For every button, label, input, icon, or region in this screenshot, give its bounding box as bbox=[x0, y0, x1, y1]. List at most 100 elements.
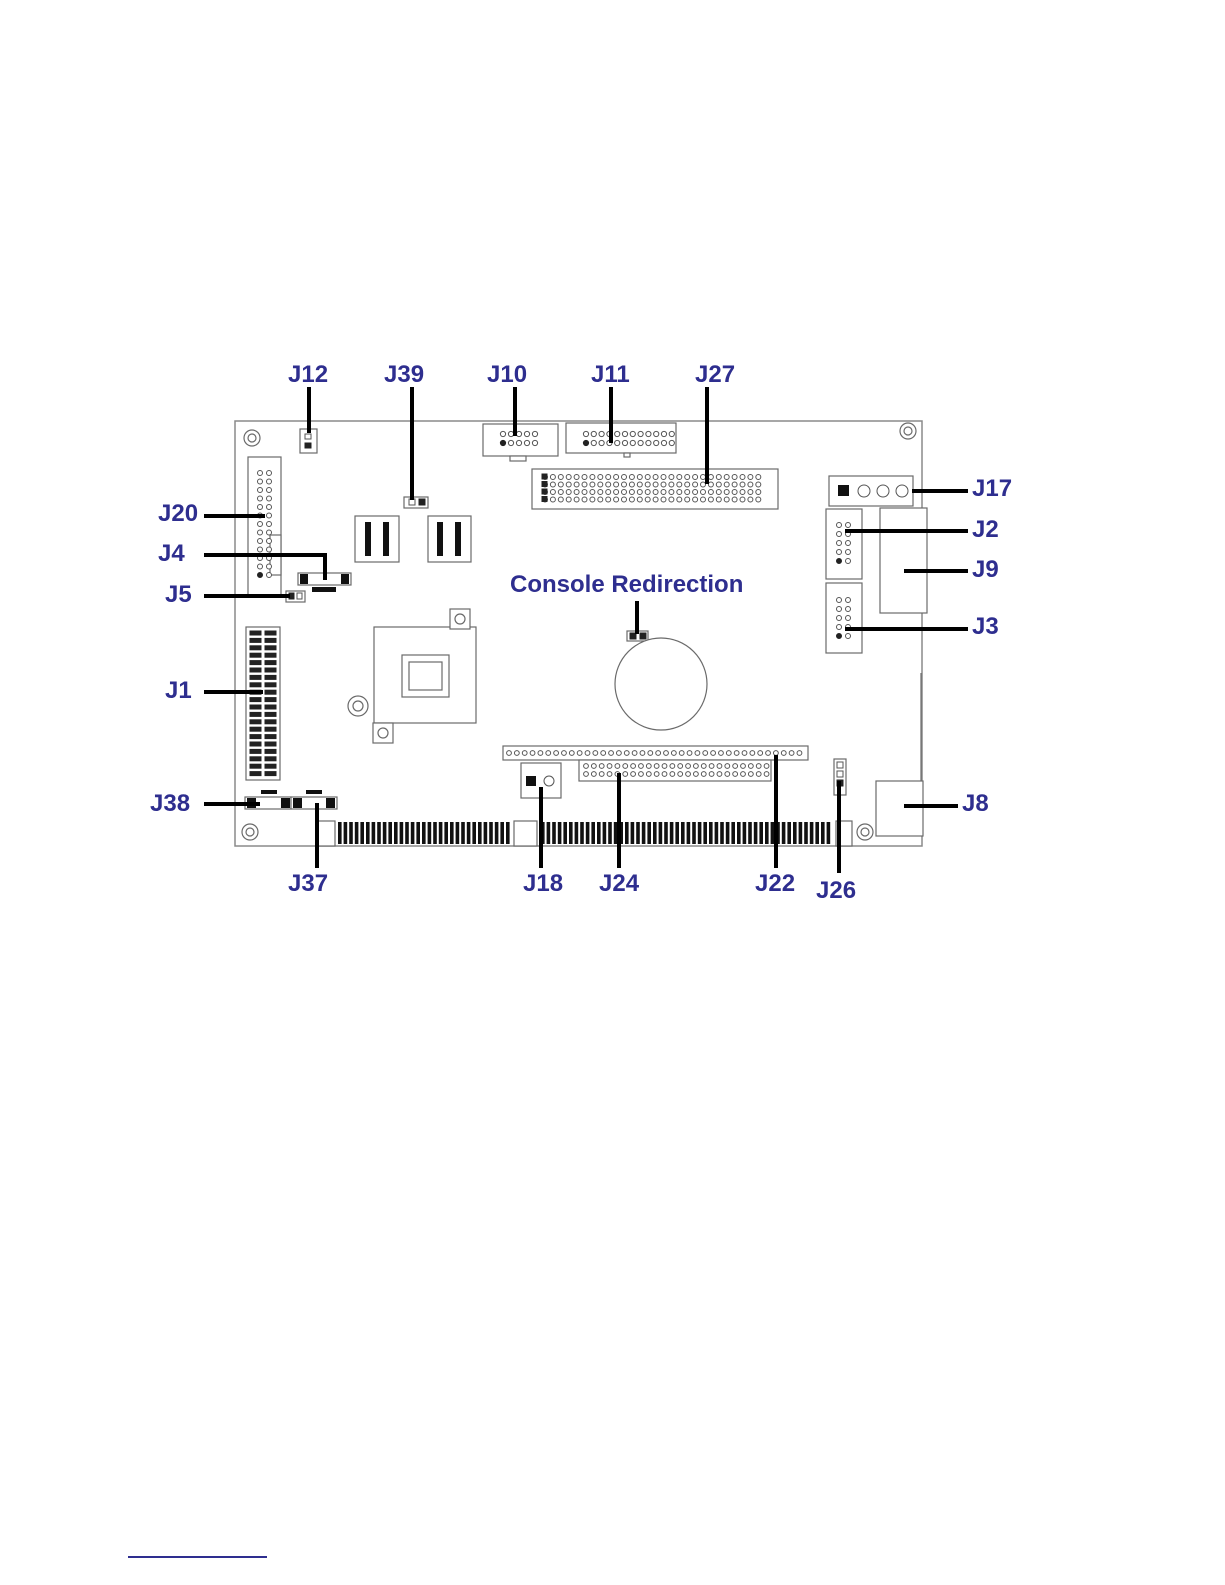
j1pins-pin bbox=[265, 705, 276, 709]
j22pins-pin bbox=[664, 751, 669, 756]
j22pins-pin bbox=[522, 751, 527, 756]
edge-finger bbox=[422, 822, 426, 844]
j27pins-pin bbox=[637, 475, 642, 480]
edge-finger bbox=[804, 822, 808, 844]
j27pins-pin bbox=[558, 475, 563, 480]
j17-power-connector bbox=[829, 476, 913, 506]
j27pins-pin bbox=[677, 490, 682, 495]
j27pins-pin bbox=[629, 497, 634, 502]
j22pins-pin bbox=[609, 751, 614, 756]
edge-finger bbox=[815, 822, 819, 844]
j27pins-pin bbox=[606, 482, 611, 487]
j1pins-pin bbox=[265, 749, 276, 753]
j22-header bbox=[503, 746, 808, 760]
j24pins-pin bbox=[733, 764, 738, 769]
j1pins-pin bbox=[265, 757, 276, 761]
j1pins-pin bbox=[250, 668, 261, 672]
j24pins-pin bbox=[631, 764, 636, 769]
label-j20: J20 bbox=[158, 500, 198, 527]
j27pins-pin bbox=[748, 482, 753, 487]
edge-finger bbox=[659, 822, 663, 844]
j1pins-pin bbox=[265, 675, 276, 679]
j22pins-pin bbox=[593, 751, 598, 756]
edge-finger bbox=[405, 822, 409, 844]
j27pins-pin bbox=[724, 497, 729, 502]
j1pins-pin bbox=[250, 631, 261, 635]
j1pins-pin bbox=[265, 683, 276, 687]
j27pins-pin bbox=[645, 490, 650, 495]
j1pins-pin bbox=[250, 720, 261, 724]
j27pins-pin bbox=[677, 497, 682, 502]
j27pins-pin bbox=[685, 475, 690, 480]
edge-finger bbox=[338, 822, 342, 844]
edge-finger bbox=[400, 822, 404, 844]
j20pins-pin bbox=[258, 505, 263, 510]
j27pins-pin bbox=[669, 482, 674, 487]
battery bbox=[615, 638, 707, 730]
j27pins-pin bbox=[756, 482, 761, 487]
j11pins-pin bbox=[591, 431, 596, 436]
j27pins-pin bbox=[716, 482, 721, 487]
j27pins-pin bbox=[550, 482, 555, 487]
j1pins-pin bbox=[265, 698, 276, 702]
j22pins-pin bbox=[671, 751, 676, 756]
edge-finger bbox=[737, 822, 741, 844]
j27pins-pin bbox=[566, 490, 571, 495]
j11pins-pin bbox=[661, 440, 666, 445]
edge-finger bbox=[569, 822, 573, 844]
j20pins-pin bbox=[267, 573, 272, 578]
memory-chip-right bbox=[428, 516, 471, 562]
j22pins-pin bbox=[695, 751, 700, 756]
j27pins-pin bbox=[582, 475, 587, 480]
label-console-redirection: Console Redirection bbox=[510, 571, 743, 598]
j27pins-pin bbox=[622, 490, 627, 495]
label-j2: J2 bbox=[972, 516, 999, 543]
j11pins-pin bbox=[646, 431, 651, 436]
j1pins-pin bbox=[265, 668, 276, 672]
j1pins-pin bbox=[265, 638, 276, 642]
edge-finger bbox=[478, 822, 482, 844]
j11pins-pin bbox=[669, 431, 674, 436]
j24pins-pin bbox=[748, 772, 753, 777]
j22pins-pin bbox=[734, 751, 739, 756]
j1pins-pin bbox=[250, 698, 261, 702]
j1pins-pin bbox=[265, 772, 276, 776]
j3pins-pin bbox=[846, 634, 851, 639]
j11pins-pin bbox=[654, 431, 659, 436]
edge-finger bbox=[500, 822, 504, 844]
edge-finger bbox=[484, 822, 488, 844]
j24pins-pin bbox=[623, 772, 628, 777]
j24pins-pin bbox=[701, 764, 706, 769]
label-j1: J1 bbox=[165, 677, 192, 704]
j22pins-pin bbox=[514, 751, 519, 756]
j24pins-pin bbox=[607, 772, 612, 777]
label-j11: J11 bbox=[591, 361, 630, 388]
j11pins-pin bbox=[622, 431, 627, 436]
j2-header bbox=[826, 509, 862, 579]
j24pins-pin bbox=[584, 772, 589, 777]
j10pins-pin bbox=[532, 431, 537, 436]
j22pins-pin bbox=[507, 751, 512, 756]
label-j24: J24 bbox=[599, 870, 640, 897]
j11pins-pin bbox=[622, 440, 627, 445]
j27pins-pin bbox=[582, 497, 587, 502]
j27pins-pin bbox=[622, 497, 627, 502]
j27pins-pin bbox=[732, 482, 737, 487]
j27pins-pin1 bbox=[542, 482, 547, 487]
j27pins-pin bbox=[661, 482, 666, 487]
edge-finger bbox=[827, 822, 831, 844]
j27pins-pin bbox=[701, 475, 706, 480]
j10pins-pin bbox=[516, 431, 521, 436]
j24pins-pin bbox=[662, 764, 667, 769]
j2pins-pin bbox=[846, 541, 851, 546]
edge-finger bbox=[377, 822, 381, 844]
memory-chip-left bbox=[355, 516, 399, 562]
edge-finger bbox=[603, 822, 607, 844]
j24pins-pin bbox=[717, 772, 722, 777]
j20pins-pin bbox=[258, 479, 263, 484]
j27pins-pin bbox=[756, 497, 761, 502]
j22pins-pin bbox=[797, 751, 802, 756]
j10pins-pin bbox=[508, 431, 513, 436]
j24pins-pin bbox=[764, 764, 769, 769]
j27pins-pin bbox=[708, 497, 713, 502]
